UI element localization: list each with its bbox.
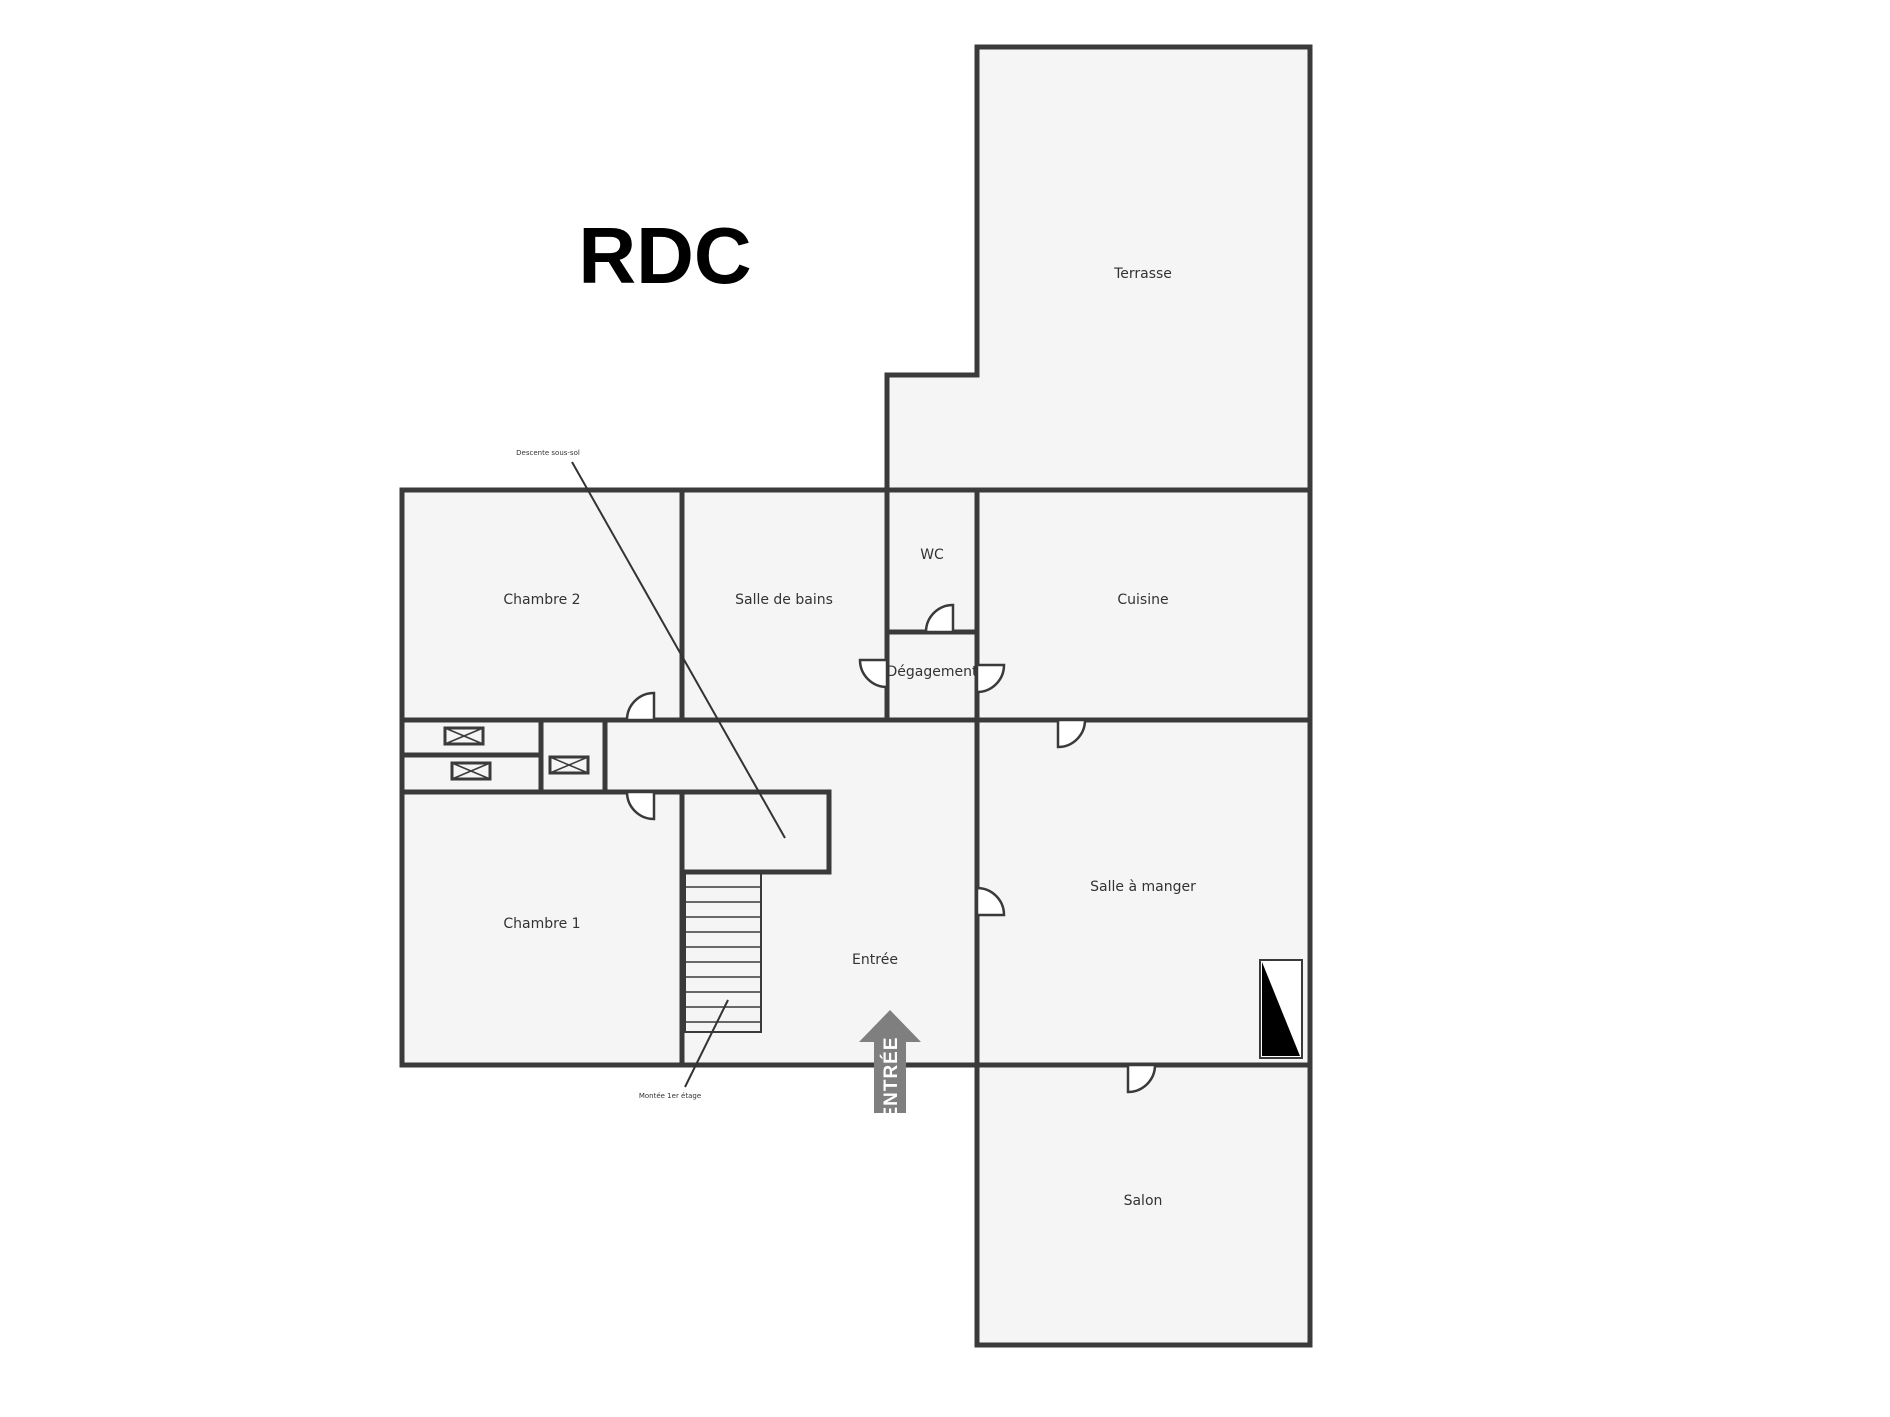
closet-icon bbox=[443, 726, 485, 746]
entrance-label: ENTRÉE bbox=[880, 1036, 902, 1119]
room-label-degagement: Dégagement bbox=[887, 664, 978, 680]
annotation-montee: Montée 1er étage bbox=[639, 1092, 701, 1100]
room-label-chambre-2: Chambre 2 bbox=[503, 592, 580, 608]
closet-icon bbox=[450, 761, 492, 781]
room-label-salle-a-manger: Salle à manger bbox=[1090, 879, 1196, 895]
door-icon bbox=[625, 691, 656, 722]
room-label-wc: WC bbox=[920, 547, 944, 563]
door-icon bbox=[924, 603, 955, 634]
doors bbox=[625, 603, 1157, 1094]
room-label-terrasse: Terrasse bbox=[1113, 266, 1172, 282]
staircase bbox=[684, 871, 762, 1033]
door-icon bbox=[975, 663, 1006, 694]
entrance-arrow-icon: ENTRÉE bbox=[859, 1010, 921, 1120]
floor-areas bbox=[399, 44, 1313, 1348]
fireplace-icon bbox=[1259, 959, 1303, 1059]
room-label-cuisine: Cuisine bbox=[1117, 592, 1168, 608]
room-label-chambre-1: Chambre 1 bbox=[503, 916, 580, 932]
interior-walls bbox=[402, 490, 1310, 1065]
room-label-salon: Salon bbox=[1124, 1193, 1163, 1209]
terrasse-area bbox=[884, 44, 1313, 493]
door-icon bbox=[858, 658, 889, 689]
door-icon bbox=[1056, 718, 1087, 749]
main-block bbox=[399, 487, 1313, 1068]
closets bbox=[443, 726, 590, 781]
door-icon bbox=[975, 886, 1006, 917]
plan-title: RDC bbox=[578, 211, 751, 300]
door-icon bbox=[625, 790, 656, 821]
room-label-salle-de-bains: Salle de bains bbox=[735, 592, 833, 608]
salon-area bbox=[974, 1062, 1313, 1348]
room-labels: Terrasse WC Cuisine Chambre 2 Salle de b… bbox=[503, 266, 1196, 1209]
closet-icon bbox=[548, 755, 590, 775]
annotation-leaders bbox=[571, 461, 786, 1088]
room-label-entree: Entrée bbox=[852, 952, 898, 968]
door-icon bbox=[1126, 1063, 1157, 1094]
annotation-descente: Descente sous-sol bbox=[516, 449, 580, 457]
